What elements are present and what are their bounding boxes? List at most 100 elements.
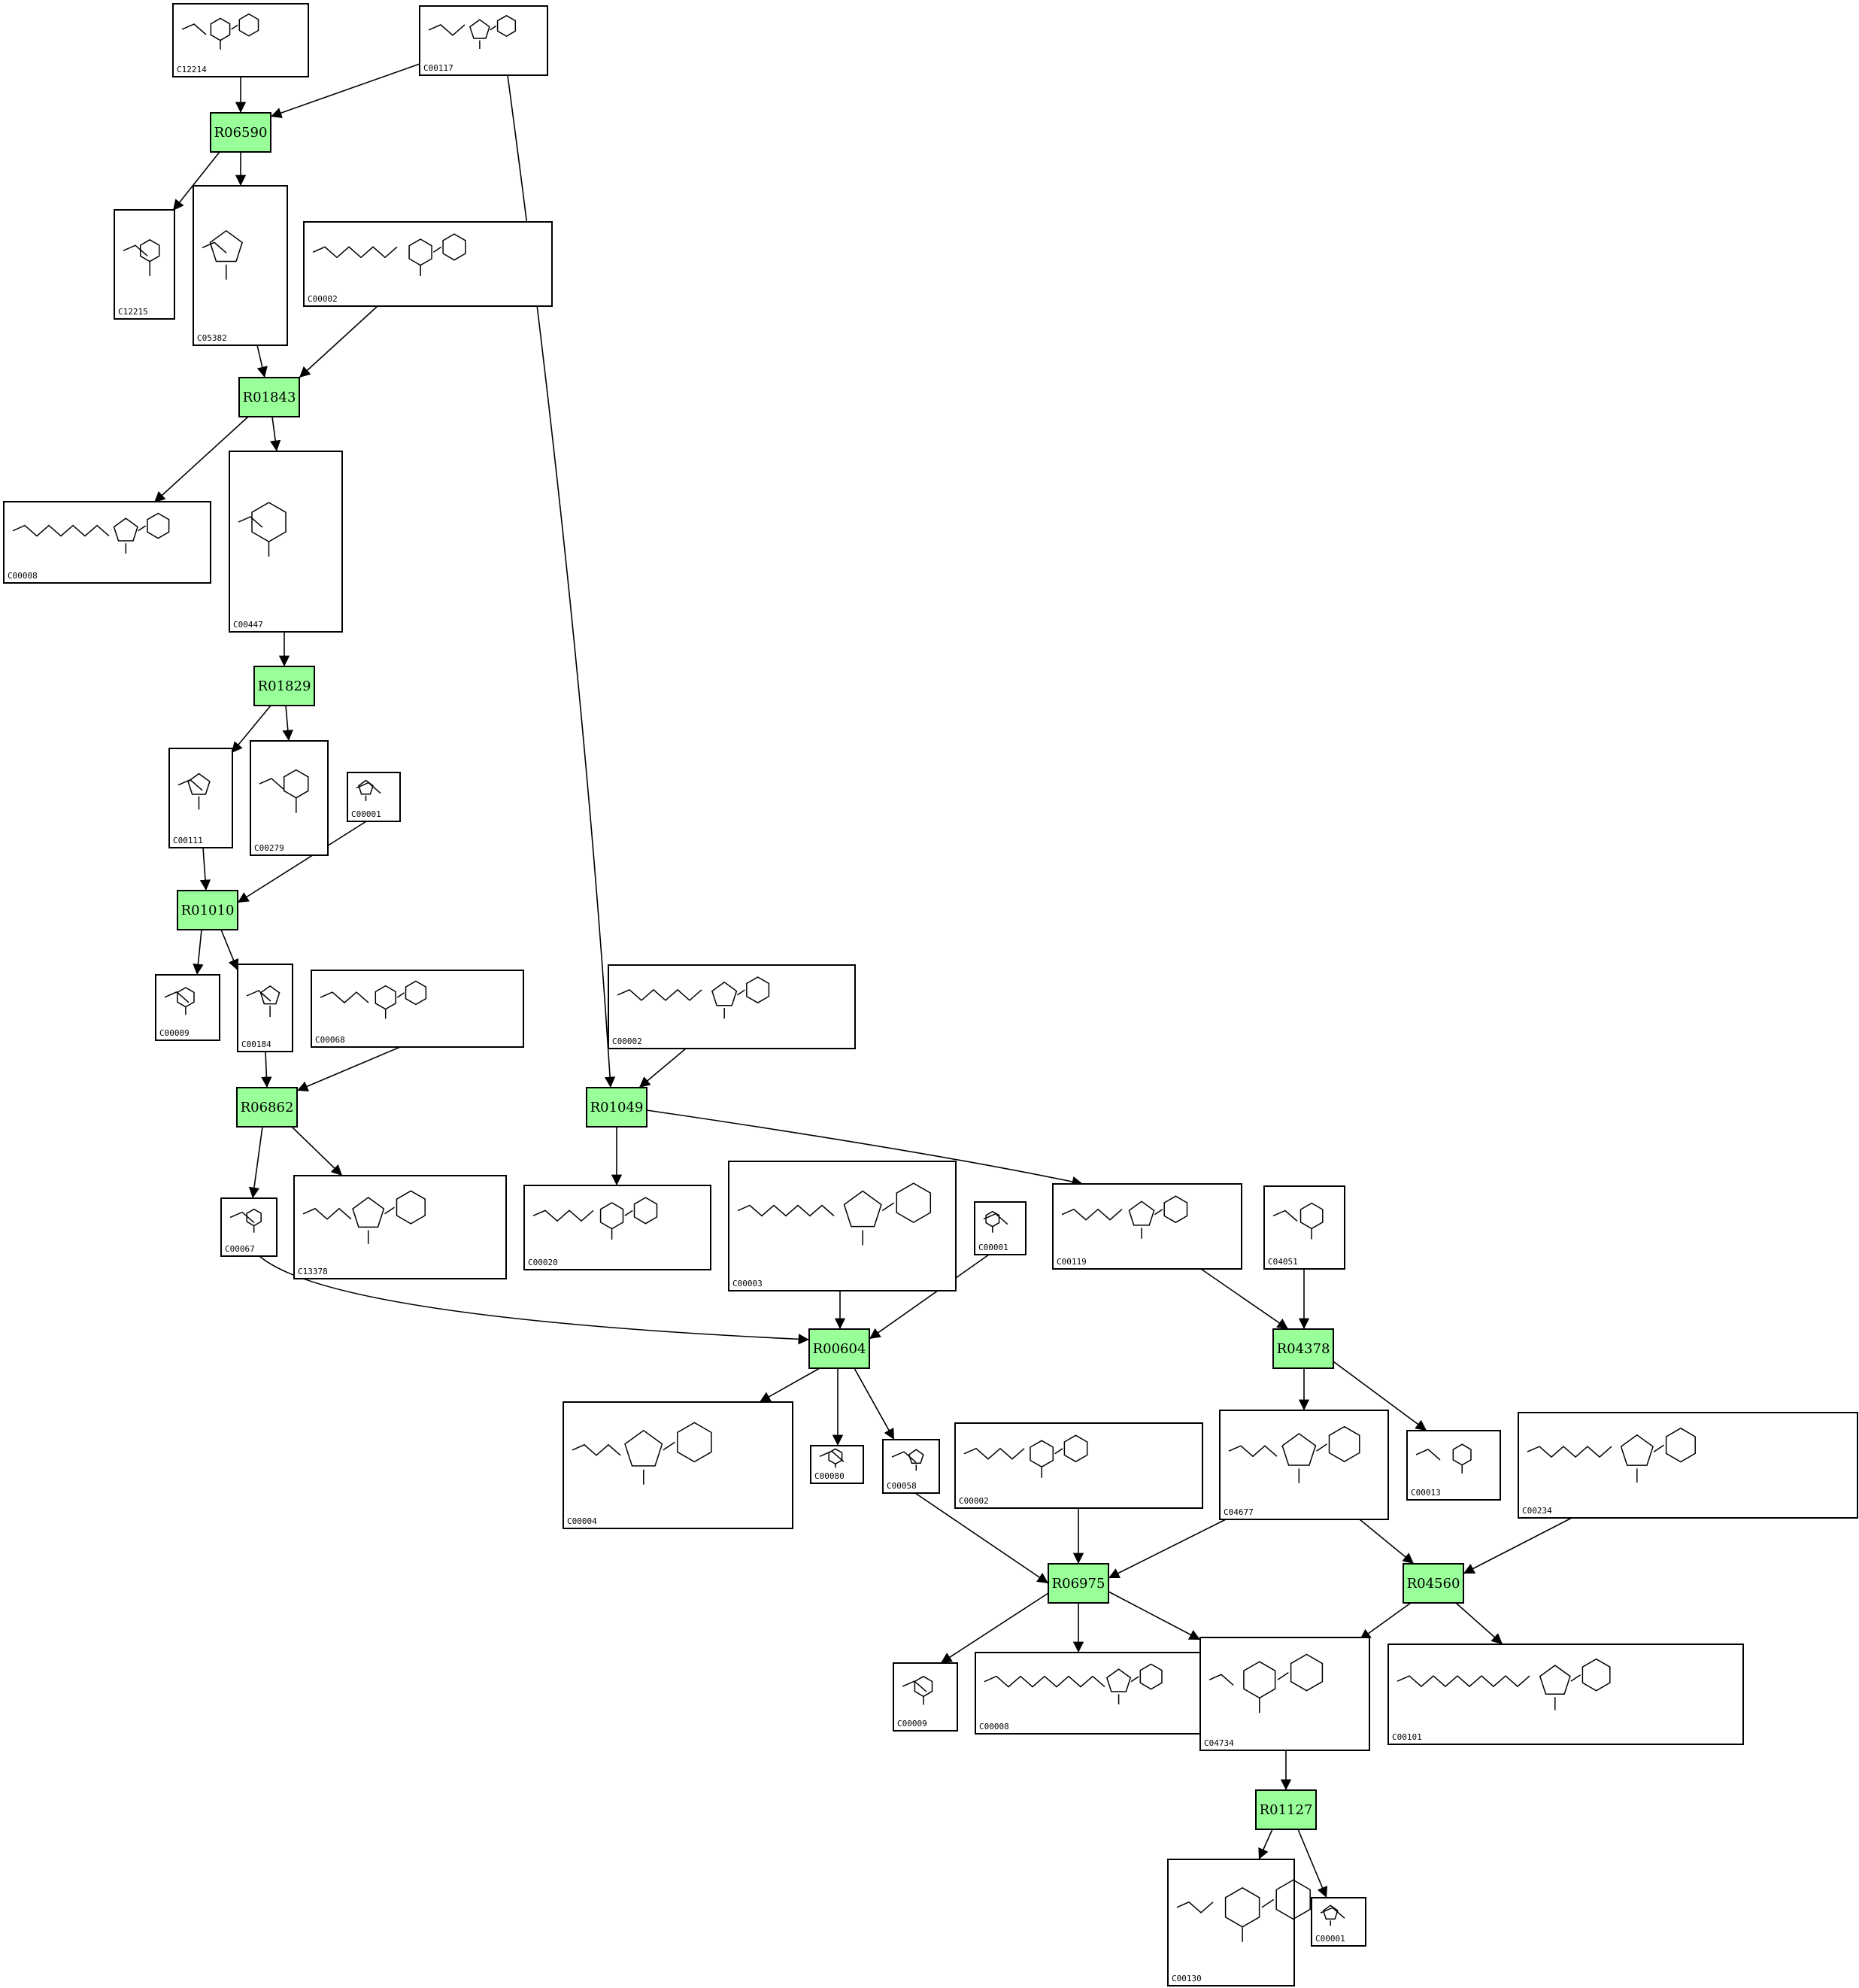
compound-label: C00009 xyxy=(159,1028,190,1038)
reaction-node-r7[interactable]: R00604 xyxy=(808,1328,870,1369)
compound-node-c13[interactable]: C00068 xyxy=(311,970,524,1048)
edge-r4-c12 xyxy=(220,929,239,971)
structure-drawing xyxy=(1209,1653,1324,1713)
compound-box xyxy=(155,974,220,1041)
reaction-box xyxy=(238,377,300,417)
reaction-node-r10[interactable]: R04560 xyxy=(1403,1563,1464,1604)
edge-r6-c20 xyxy=(646,1109,1084,1188)
edge-r7-c22 xyxy=(759,1367,820,1403)
structure-drawing xyxy=(164,987,195,1015)
reaction-node-r8[interactable]: R04378 xyxy=(1272,1328,1334,1369)
structure-drawing xyxy=(356,779,381,801)
reaction-box xyxy=(1403,1563,1464,1604)
edge-c12-r5 xyxy=(261,1051,272,1088)
compound-label: C04677 xyxy=(1224,1507,1254,1517)
compound-node-c8[interactable]: C00111 xyxy=(168,748,233,848)
compound-node-c4[interactable]: C05382 xyxy=(193,185,288,346)
compound-node-c29[interactable]: C00009 xyxy=(893,1662,958,1732)
reaction-node-r9[interactable]: R06975 xyxy=(1048,1563,1109,1604)
edge-r8-c27 xyxy=(1333,1361,1427,1431)
compound-node-c27[interactable]: C00013 xyxy=(1406,1430,1501,1501)
structure-drawing xyxy=(246,985,281,1018)
structure-drawing xyxy=(819,1448,845,1468)
compound-label: C00119 xyxy=(1057,1257,1087,1267)
edge-r1-c3 xyxy=(172,151,220,211)
compound-label: C00130 xyxy=(1172,1974,1202,1983)
compound-box xyxy=(229,451,343,633)
compound-node-c19[interactable]: C00001 xyxy=(974,1201,1027,1255)
compound-node-c22[interactable]: C00004 xyxy=(563,1401,793,1529)
compound-node-c1[interactable]: C12214 xyxy=(172,3,309,77)
reaction-node-r6[interactable]: R01049 xyxy=(586,1087,647,1128)
compound-node-c14[interactable]: C00002 xyxy=(608,964,856,1049)
reaction-label: R04378 xyxy=(1277,1341,1330,1357)
compound-box xyxy=(975,1652,1219,1735)
compound-label: C00184 xyxy=(241,1040,271,1049)
compound-node-c9[interactable]: C00279 xyxy=(250,740,329,856)
edge-c20-r8 xyxy=(1200,1268,1289,1330)
compound-box xyxy=(882,1439,940,1494)
compound-node-c7[interactable]: C00447 xyxy=(229,451,343,633)
compound-label: C00008 xyxy=(979,1722,1009,1732)
compound-node-c33[interactable]: C00130 xyxy=(1167,1859,1311,1986)
structure-drawing xyxy=(320,980,427,1019)
reaction-node-r1[interactable]: R06590 xyxy=(210,112,271,153)
compound-node-c5[interactable]: C00002 xyxy=(303,221,553,307)
compound-node-c30[interactable]: C00008 xyxy=(975,1652,1219,1735)
structure-drawing xyxy=(177,772,211,810)
compound-node-c21[interactable]: C04051 xyxy=(1263,1185,1345,1270)
reaction-node-r3[interactable]: R01829 xyxy=(253,666,315,706)
compound-node-c12[interactable]: C00184 xyxy=(237,964,293,1052)
compound-node-c15[interactable]: C00067 xyxy=(220,1197,277,1257)
structure-drawing xyxy=(259,769,309,813)
compound-node-c26[interactable]: C04677 xyxy=(1219,1410,1389,1520)
compound-node-c6[interactable]: C00008 xyxy=(3,501,211,584)
compound-label: C00279 xyxy=(254,843,284,853)
compound-box xyxy=(974,1201,1027,1255)
compound-label: C00068 xyxy=(315,1035,345,1045)
compound-box xyxy=(893,1662,958,1732)
compound-node-c24[interactable]: C00058 xyxy=(882,1439,940,1494)
compound-label: C00004 xyxy=(567,1516,597,1526)
reaction-node-r2[interactable]: R01843 xyxy=(238,377,300,417)
compound-label: C00067 xyxy=(225,1244,255,1254)
compound-label: C05382 xyxy=(197,333,227,343)
edge-r7-c24 xyxy=(854,1367,895,1440)
reaction-label: R01049 xyxy=(590,1100,644,1115)
reaction-box xyxy=(1272,1328,1334,1369)
reaction-node-r4[interactable]: R01010 xyxy=(177,890,238,930)
edge-c14-r6 xyxy=(638,1048,687,1088)
compound-node-c10[interactable]: C00001 xyxy=(347,772,401,822)
compound-box xyxy=(728,1161,957,1291)
reaction-label: R06590 xyxy=(214,125,268,141)
compound-label: C00080 xyxy=(814,1471,845,1481)
structure-drawing xyxy=(572,1422,712,1485)
compound-box xyxy=(1263,1185,1345,1270)
compound-node-c17[interactable]: C00020 xyxy=(523,1185,711,1270)
compound-node-c16[interactable]: C13378 xyxy=(293,1175,507,1279)
edge-r2-c6 xyxy=(153,416,249,503)
structure-drawing xyxy=(1228,1425,1360,1483)
compound-node-c34[interactable]: C00001 xyxy=(1311,1897,1366,1947)
compound-node-c20[interactable]: C00119 xyxy=(1052,1183,1242,1270)
compound-node-c2[interactable]: C00117 xyxy=(419,5,548,76)
compound-node-c11[interactable]: C00009 xyxy=(155,974,220,1041)
edge-c5-r2 xyxy=(299,305,378,378)
compound-node-c28[interactable]: C00234 xyxy=(1518,1412,1858,1519)
compound-label: C00001 xyxy=(351,809,381,819)
reaction-box xyxy=(1048,1563,1109,1604)
compound-node-c32[interactable]: C00101 xyxy=(1387,1644,1744,1745)
compound-node-c3[interactable]: C12215 xyxy=(114,209,175,320)
compound-node-c25[interactable]: C00002 xyxy=(954,1422,1203,1509)
compound-node-c31[interactable]: C04734 xyxy=(1199,1637,1370,1751)
compound-node-c18[interactable]: C00003 xyxy=(728,1161,957,1291)
reaction-node-r11[interactable]: R01127 xyxy=(1255,1789,1317,1830)
reaction-label: R01843 xyxy=(243,390,296,405)
edge-c10-r4 xyxy=(237,821,367,903)
compound-node-c23[interactable]: C00080 xyxy=(810,1445,864,1484)
edge-r5-c15 xyxy=(248,1126,263,1199)
reaction-node-r5[interactable]: R06862 xyxy=(236,1087,298,1128)
compound-label: C00234 xyxy=(1522,1506,1552,1516)
structure-drawing xyxy=(312,233,466,276)
structure-drawing xyxy=(238,502,287,557)
